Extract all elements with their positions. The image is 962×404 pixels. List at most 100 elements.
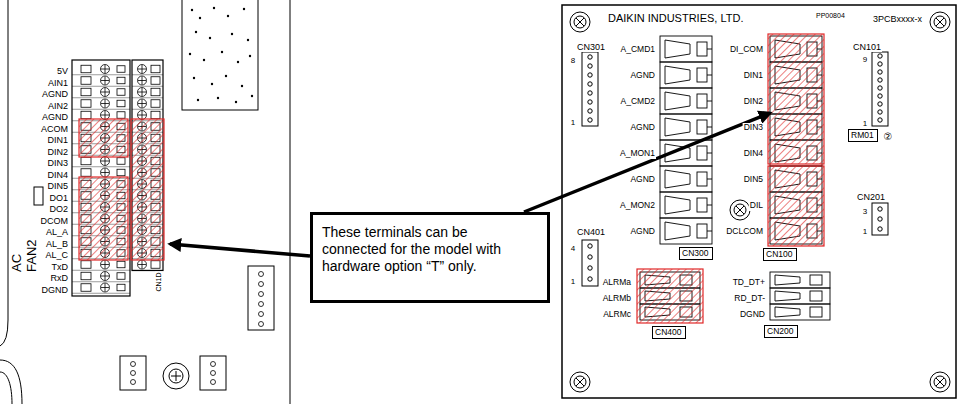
pin-label-holder: AGND [629,64,656,82]
pin-label-holder: AL_A [45,221,69,239]
connector [248,266,274,330]
pin-label-holder: A_CMD2 [620,90,656,108]
pin-label-holder: ALRMa [602,271,632,289]
pin-label: A_MON1 [619,149,656,159]
pin-label: ALRMa [602,278,632,288]
terminal-block [132,60,163,271]
left-board [0,0,290,404]
pin-number-holder: 1 [570,270,576,288]
pin-label-holder: 5V [56,60,69,78]
pin-label: AGND [41,112,69,122]
pin-number-holder: 9 [862,48,868,66]
pin-number-holder: 1 [862,112,868,130]
pin-label: ALRMb [602,294,632,304]
maker-name-holder: DAIKIN INDUSTRIES, LTD. [607,8,744,26]
pin-label: TxD [51,262,70,272]
pin-label-holder: DO2 [48,198,69,216]
pin-label: A_MON2 [619,201,656,211]
connector-tag-text: CN400 [655,327,683,337]
pin-field [182,0,258,110]
pin-label-holder: DIN2 [743,90,764,108]
pin-label: A_CMD1 [620,45,656,55]
pin-label-holder: DI_COM [729,38,764,56]
pin-number-holder: 8 [570,49,576,67]
board-text-holder: AC FAN2 [10,233,40,273]
pin-label: DCOM [40,216,70,226]
pin-label-holder: TD_DT+ [732,271,766,289]
pin-label: AL_A [45,227,69,237]
connector-tag-text: CN300 [682,248,710,258]
pin-label: AGND [629,71,656,81]
wire [0,360,22,404]
pin-number: 1 [570,118,576,127]
part-number: 3PCBxxxx-x [872,14,923,24]
pin-label: ACOM [40,124,69,134]
pin-label-holder: DIN3 [743,116,764,134]
pin-label-holder: DIN4 [46,164,69,182]
pin-label: DIN1 [743,71,764,81]
pin-number: 1 [570,277,576,286]
pin-label-holder: DIN1 [46,129,69,147]
pin-label-holder: RD_DT- [733,287,766,305]
connector-name-holder: CN401 [576,221,606,239]
pin-label-holder: DGND [739,303,766,321]
pin-label: A_CMD2 [620,97,656,107]
hatch-mark [637,34,824,323]
pin-label: DO1 [48,193,69,203]
board-edge [8,0,9,320]
pin-label: ALRMc [602,310,632,320]
pin-dots [189,7,253,103]
pin-label-holder: DIN5 [743,168,764,186]
pin-label: DIN4 [743,149,764,159]
callout-box-text: These terminals can be connected for the… [322,224,508,274]
pin-label-holder: RxD [50,267,70,285]
pin-label-holder: A_CMD1 [620,38,656,56]
pin-label: DIN5 [46,181,69,191]
pin-label: AIN1 [47,78,69,88]
board-code: PP00804 [815,12,846,20]
pin-label-holder: AL_B [45,233,69,251]
connector [120,356,146,390]
pin-label: AGND [629,175,656,185]
board-edge [290,0,291,404]
pin-label-holder: DIN2 [46,141,69,159]
pin-label: AGND [41,89,69,99]
pin-label-holder: DIN3 [46,152,69,170]
pin-label-holder: DIL [749,194,764,212]
connector-name: CN1D [155,271,163,292]
board-text: AC FAN2 [10,233,40,273]
pin-label: DIN3 [743,123,764,133]
connector-tag: CN300 [679,247,713,260]
pin-number: 8 [570,56,576,65]
pin-label-holder: DIN1 [743,64,764,82]
pin-number: 4 [570,244,576,253]
pcb-board [562,5,956,398]
pin-label-holder: DO1 [48,187,69,205]
pin-label: DGND [739,310,766,320]
pin-label-holder: DIN5 [46,175,69,193]
pin-label-holder: ALRMc [602,303,632,321]
pin-label: DIL [749,201,764,211]
pin-number-holder: 4 [570,237,576,255]
screw-symbol [163,363,189,389]
connector-name-holder: CN201 [856,186,886,204]
connector-tag-text: CN100 [766,249,794,259]
connector-name: CN401 [576,227,606,237]
pin-label-holder: AIN2 [47,95,69,113]
connector [872,52,888,126]
board-code-holder: PP00804 [815,4,846,22]
pin-label: RxD [50,273,70,283]
pin-label-holder: DCLCOM [725,220,764,238]
pin-number: 1 [862,119,868,128]
pin-label: DIN5 [743,175,764,185]
pin-label-holder: AGND [629,220,656,238]
connector-tag-text: RM01 [851,130,875,140]
pin-label: AL_C [44,250,69,260]
connector-tag: RM01 [848,129,878,142]
connector-tag: CN100 [763,248,797,261]
pin-label: DIN1 [46,135,69,145]
pin-number-holder: 1 [570,111,576,129]
pin-label-holder: A_MON2 [619,194,656,212]
